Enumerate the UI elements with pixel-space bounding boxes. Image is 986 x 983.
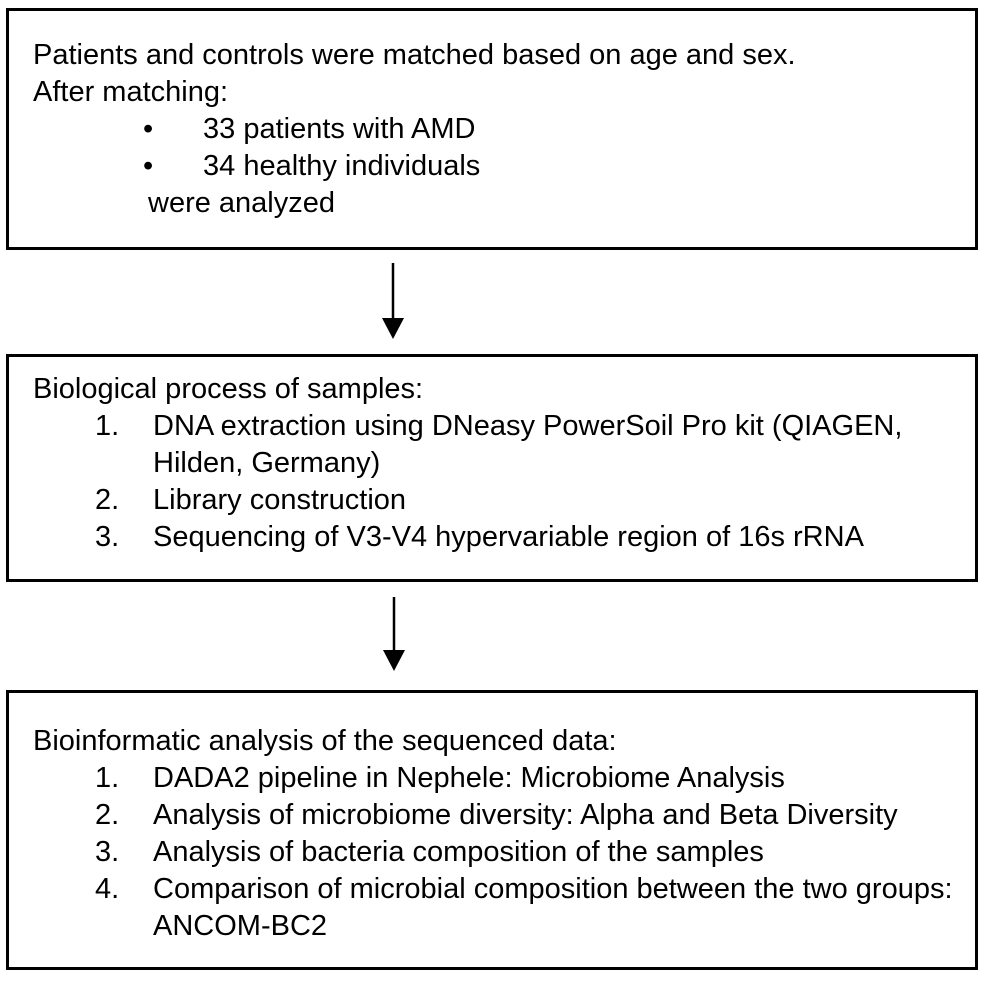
flow-box-bioinformatic-analysis: Bioinformatic analysis of the sequenced …: [6, 690, 978, 970]
step-composition-analysis: Analysis of bacteria composition of the …: [153, 836, 764, 868]
down-arrow-icon: [383, 597, 405, 671]
step-library-construction: Library construction: [153, 484, 407, 516]
step-sequencing: Sequencing of V3-V4 hypervariable region…: [153, 521, 864, 553]
list-item: 4. Comparison of microbial composition b…: [33, 871, 969, 945]
list-item: 3. Analysis of bacteria composition of t…: [33, 834, 969, 871]
list-number: 2.: [95, 484, 120, 516]
bioinfo-title: Bioinformatic analysis of the sequenced …: [33, 725, 617, 757]
matching-line-2: After matching:: [33, 76, 229, 108]
bullet-text-controls: 34 healthy individuals: [203, 150, 481, 182]
list-item: 1. DADA2 pipeline in Nephele: Microbiome…: [33, 760, 969, 797]
list-number: 3.: [95, 836, 120, 868]
flow-box-matching: Patients and controls were matched based…: [6, 8, 978, 250]
list-item: 1. DNA extraction using DNeasy PowerSoil…: [33, 408, 969, 482]
list-item: • 33 patients with AMD: [33, 111, 969, 148]
bullet-icon: •: [143, 150, 154, 182]
matching-footer: were analyzed: [148, 187, 335, 219]
list-number: 2.: [95, 799, 120, 831]
list-item: 3. Sequencing of V3-V4 hypervariable reg…: [33, 519, 969, 556]
step-dna-extraction: DNA extraction using DNeasy PowerSoil Pr…: [153, 410, 903, 479]
bullet-text-patients: 33 patients with AMD: [203, 113, 476, 145]
step-dada2-pipeline: DADA2 pipeline in Nephele: Microbiome An…: [153, 762, 785, 794]
list-item: • 34 healthy individuals: [33, 148, 969, 185]
list-number: 1.: [95, 410, 120, 442]
matching-line-1: Patients and controls were matched based…: [33, 39, 796, 71]
list-item: 2. Analysis of microbiome diversity: Alp…: [33, 797, 969, 834]
list-number: 1.: [95, 762, 120, 794]
list-item: 2. Library construction: [33, 482, 969, 519]
biological-title: Biological process of samples:: [33, 373, 424, 405]
flow-box-biological-process: Biological process of samples: 1. DNA ex…: [6, 354, 978, 582]
step-ancom-comparison: Comparison of microbial composition betw…: [153, 873, 953, 942]
step-diversity-analysis: Analysis of microbiome diversity: Alpha …: [153, 799, 898, 831]
down-arrow-icon: [382, 263, 404, 339]
list-number: 3.: [95, 521, 120, 553]
bullet-icon: •: [143, 113, 154, 145]
list-number: 4.: [95, 873, 120, 905]
